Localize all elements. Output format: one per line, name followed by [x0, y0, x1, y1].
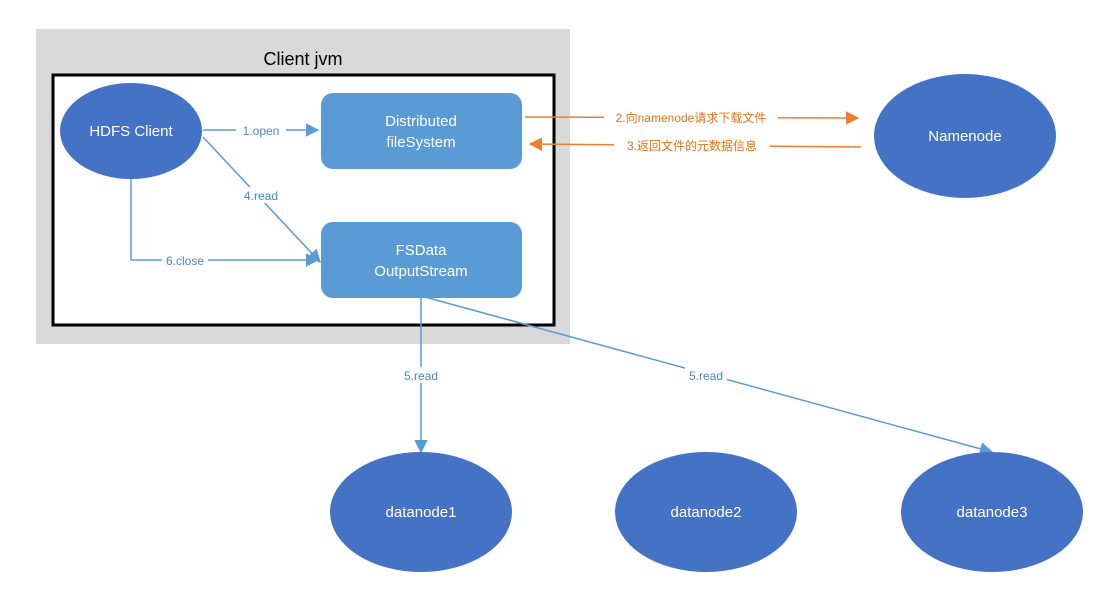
node-datanode1-label: datanode1 [386, 504, 457, 521]
node-namenode [874, 74, 1056, 198]
node-distributed-filesystem-label-line1: Distributed [385, 113, 457, 130]
node-datanode2 [615, 452, 797, 572]
node-datanode1 [330, 452, 512, 572]
node-hdfs-client-label: HDFS Client [89, 123, 173, 140]
node-datanode3 [901, 452, 1083, 572]
edge-close-label-bg [162, 252, 208, 268]
edge-request-download-label-bg [604, 109, 778, 125]
edge-read-client-label-bg [240, 187, 282, 203]
node-fsdata-outputstream-label-line1: FSData [396, 242, 448, 259]
client-jvm-title: Client jvm [263, 49, 342, 69]
edge-return-metadata-label-bg [614, 137, 770, 153]
edge-return-metadata-label: 3.返回文件的元数据信息 [627, 138, 757, 153]
edge-request-download-label: 2.向namenode请求下载文件 [616, 110, 767, 125]
node-hdfs-client [60, 83, 202, 179]
edge-open-label: 1.open [243, 124, 280, 138]
node-distributed-filesystem-label-line2: fileSystem [386, 134, 455, 151]
node-fsdata-outputstream [321, 222, 522, 298]
node-datanode3-label: datanode3 [957, 504, 1028, 521]
edge-read-datanode1-label-bg [400, 367, 442, 383]
edge-read-client-label: 4.read [244, 189, 278, 203]
edge-read-datanode3-label-bg [685, 367, 727, 383]
node-datanode2-label: datanode2 [671, 504, 742, 521]
edge-read-datanode1-label: 5.read [404, 369, 438, 383]
edge-close [130, 178, 320, 267]
edge-read-datanode3-label: 5.read [689, 369, 723, 383]
edge-close-label: 6.close [166, 254, 204, 268]
edge-open-label-bg [236, 122, 286, 138]
node-namenode-label: Namenode [928, 128, 1001, 145]
node-fsdata-outputstream-label-line2: OutputStream [374, 263, 467, 280]
node-distributed-filesystem [321, 93, 522, 169]
